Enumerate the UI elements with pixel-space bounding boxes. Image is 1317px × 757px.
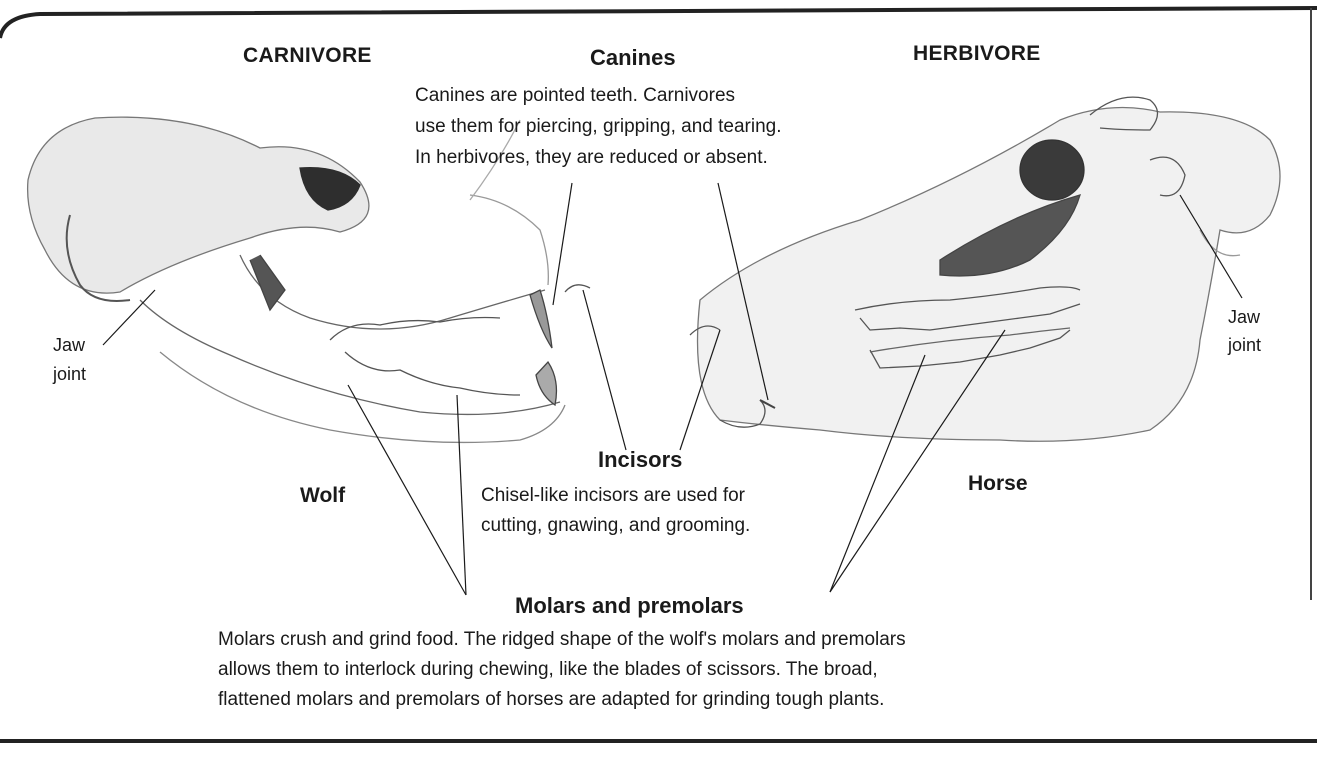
jaw-joint-left-line-1: Jaw [53, 333, 85, 358]
canines-text-line-3: In herbivores, they are reduced or absen… [415, 144, 768, 172]
leader-molar-wolf-b [457, 395, 466, 595]
canines-title: Canines [590, 45, 676, 71]
jaw-joint-right-line-2: joint [1228, 333, 1261, 358]
leader-incisor-wolf [583, 290, 626, 450]
molars-text-line-3: flattened molars and premolars of horses… [218, 686, 884, 714]
top-frame-line [0, 8, 1317, 38]
molars-title: Molars and premolars [515, 593, 744, 619]
leader-molar-wolf-a [348, 385, 466, 595]
leader-canine-wolf [553, 183, 572, 305]
carnivore-heading: CARNIVORE [243, 44, 372, 68]
herbivore-heading: HERBIVORE [913, 42, 1041, 66]
incisors-text-line-1: Chisel-like incisors are used for [481, 482, 745, 510]
incisors-title: Incisors [598, 447, 682, 473]
molars-text-line-1: Molars crush and grind food. The ridged … [218, 626, 906, 654]
horse-skull-illustration [690, 97, 1280, 441]
horse-label: Horse [968, 472, 1028, 496]
canines-text-line-1: Canines are pointed teeth. Carnivores [415, 82, 735, 110]
wolf-label: Wolf [300, 484, 345, 508]
molars-text-line-2: allows them to interlock during chewing,… [218, 656, 878, 684]
leader-jaw-joint-left [103, 290, 155, 345]
incisors-text-line-2: cutting, gnawing, and grooming. [481, 512, 750, 540]
jaw-joint-left-line-2: joint [53, 362, 86, 387]
jaw-joint-right-line-1: Jaw [1228, 305, 1260, 330]
canines-text-line-2: use them for piercing, gripping, and tea… [415, 113, 782, 141]
